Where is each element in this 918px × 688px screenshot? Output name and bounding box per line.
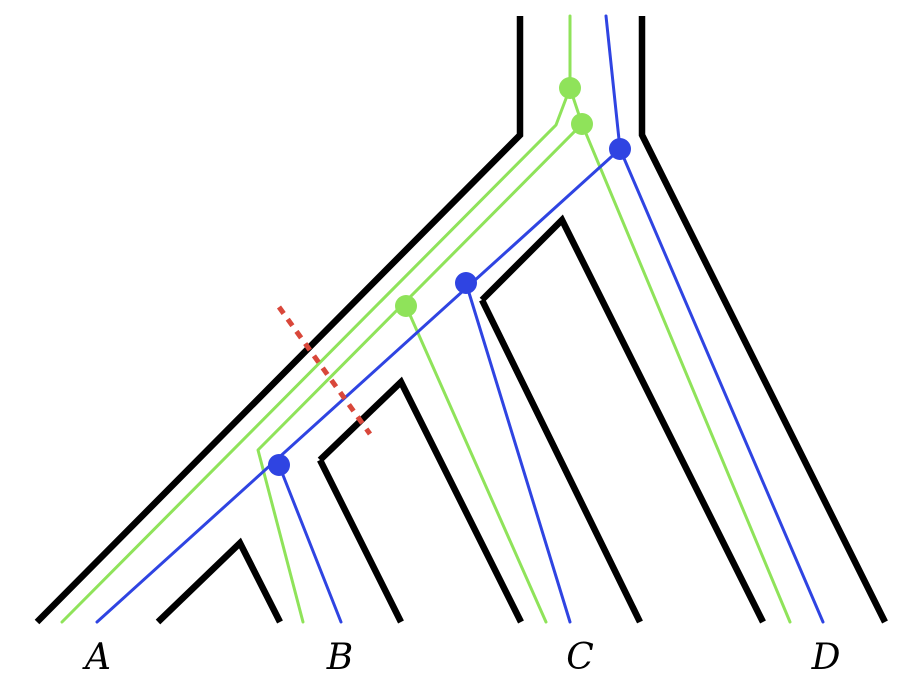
blue-lineage-d (618, 147, 825, 624)
blue-lineage-root (604, 14, 622, 151)
species-tree-ab-notch (155, 537, 283, 625)
green-node-lower (395, 295, 417, 317)
green-gene-tree (60, 14, 792, 624)
species-tree-cd-notch (479, 214, 766, 624)
green-lineage-d (580, 122, 792, 624)
blue-lineage-c (464, 281, 572, 624)
blue-node-root (609, 138, 631, 160)
green-lineage-to-bc (256, 86, 584, 624)
blue-node-middle (455, 272, 477, 294)
green-node-upper (571, 113, 593, 135)
species-tree-bc-notch (317, 376, 524, 624)
blue-lineage-b (277, 463, 343, 624)
taxon-label-c: C (566, 637, 594, 678)
blue-gene-tree (95, 14, 825, 624)
blue-node-lower (268, 454, 290, 476)
red-dotted-cut-line (276, 305, 373, 436)
blue-lineage-a (95, 147, 622, 624)
green-lineage-c (404, 304, 548, 624)
species-tree-outline (34, 16, 888, 625)
species-tree-right-boundary (638, 16, 888, 624)
taxon-label-d: D (811, 637, 841, 678)
green-node-root (559, 77, 581, 99)
taxon-labels: A B C D (82, 637, 841, 678)
green-lineage-a (60, 86, 572, 624)
taxon-label-a: A (82, 637, 111, 678)
coalescence-nodes (268, 77, 631, 476)
species-tree-left-boundary (34, 16, 524, 625)
taxon-label-b: B (326, 637, 353, 678)
